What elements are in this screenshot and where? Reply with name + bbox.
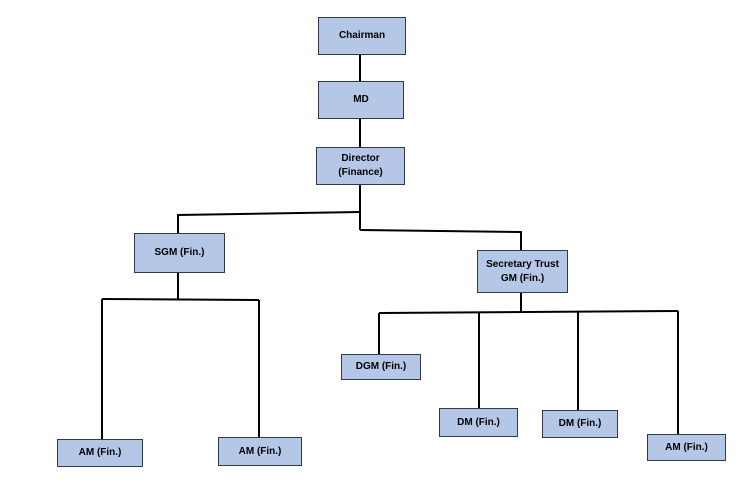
node-secretary-trust-gm-label: Secretary Trust GM (Fin.) [486, 258, 559, 284]
node-am-fin-3: AM (Fin.) [647, 434, 726, 461]
node-sgm-fin-label: SGM (Fin.) [154, 247, 205, 258]
node-dgm-fin-label: DGM (Fin.) [355, 361, 407, 372]
node-dm-fin-2-label: DM (Fin.) [558, 418, 602, 429]
connector-director-sgm-bar [177, 211, 361, 216]
node-sgm-fin: SGM (Fin.) [134, 233, 225, 273]
node-md-label: MD [353, 94, 369, 105]
node-dm-fin-1: DM (Fin.) [439, 408, 518, 437]
node-am-fin-1: AM (Fin.) [57, 439, 143, 467]
node-am-fin-3-label: AM (Fin.) [665, 441, 708, 453]
node-dm-fin-1-label: DM (Fin.) [457, 416, 500, 428]
node-chairman: Chairman [318, 17, 406, 55]
node-am-fin-2-label: AM (Fin.) [238, 445, 282, 457]
node-secretary-trust-gm: Secretary Trust GM (Fin.) [477, 250, 568, 293]
node-director-finance: Director (Finance) [316, 147, 405, 185]
connector-secy-bar [378, 310, 679, 314]
connector-sgm-bar [101, 298, 260, 301]
connector-director-secy-bar [359, 229, 522, 233]
node-dgm-fin: DGM (Fin.) [341, 354, 421, 380]
node-chairman-label: Chairman [338, 30, 386, 41]
node-dm-fin-2: DM (Fin.) [542, 410, 618, 438]
node-am-fin-2: AM (Fin.) [218, 437, 302, 466]
node-md: MD [318, 81, 404, 119]
node-am-fin-1-label: AM (Fin.) [78, 447, 122, 458]
node-director-finance-label: Director (Finance) [338, 153, 383, 178]
